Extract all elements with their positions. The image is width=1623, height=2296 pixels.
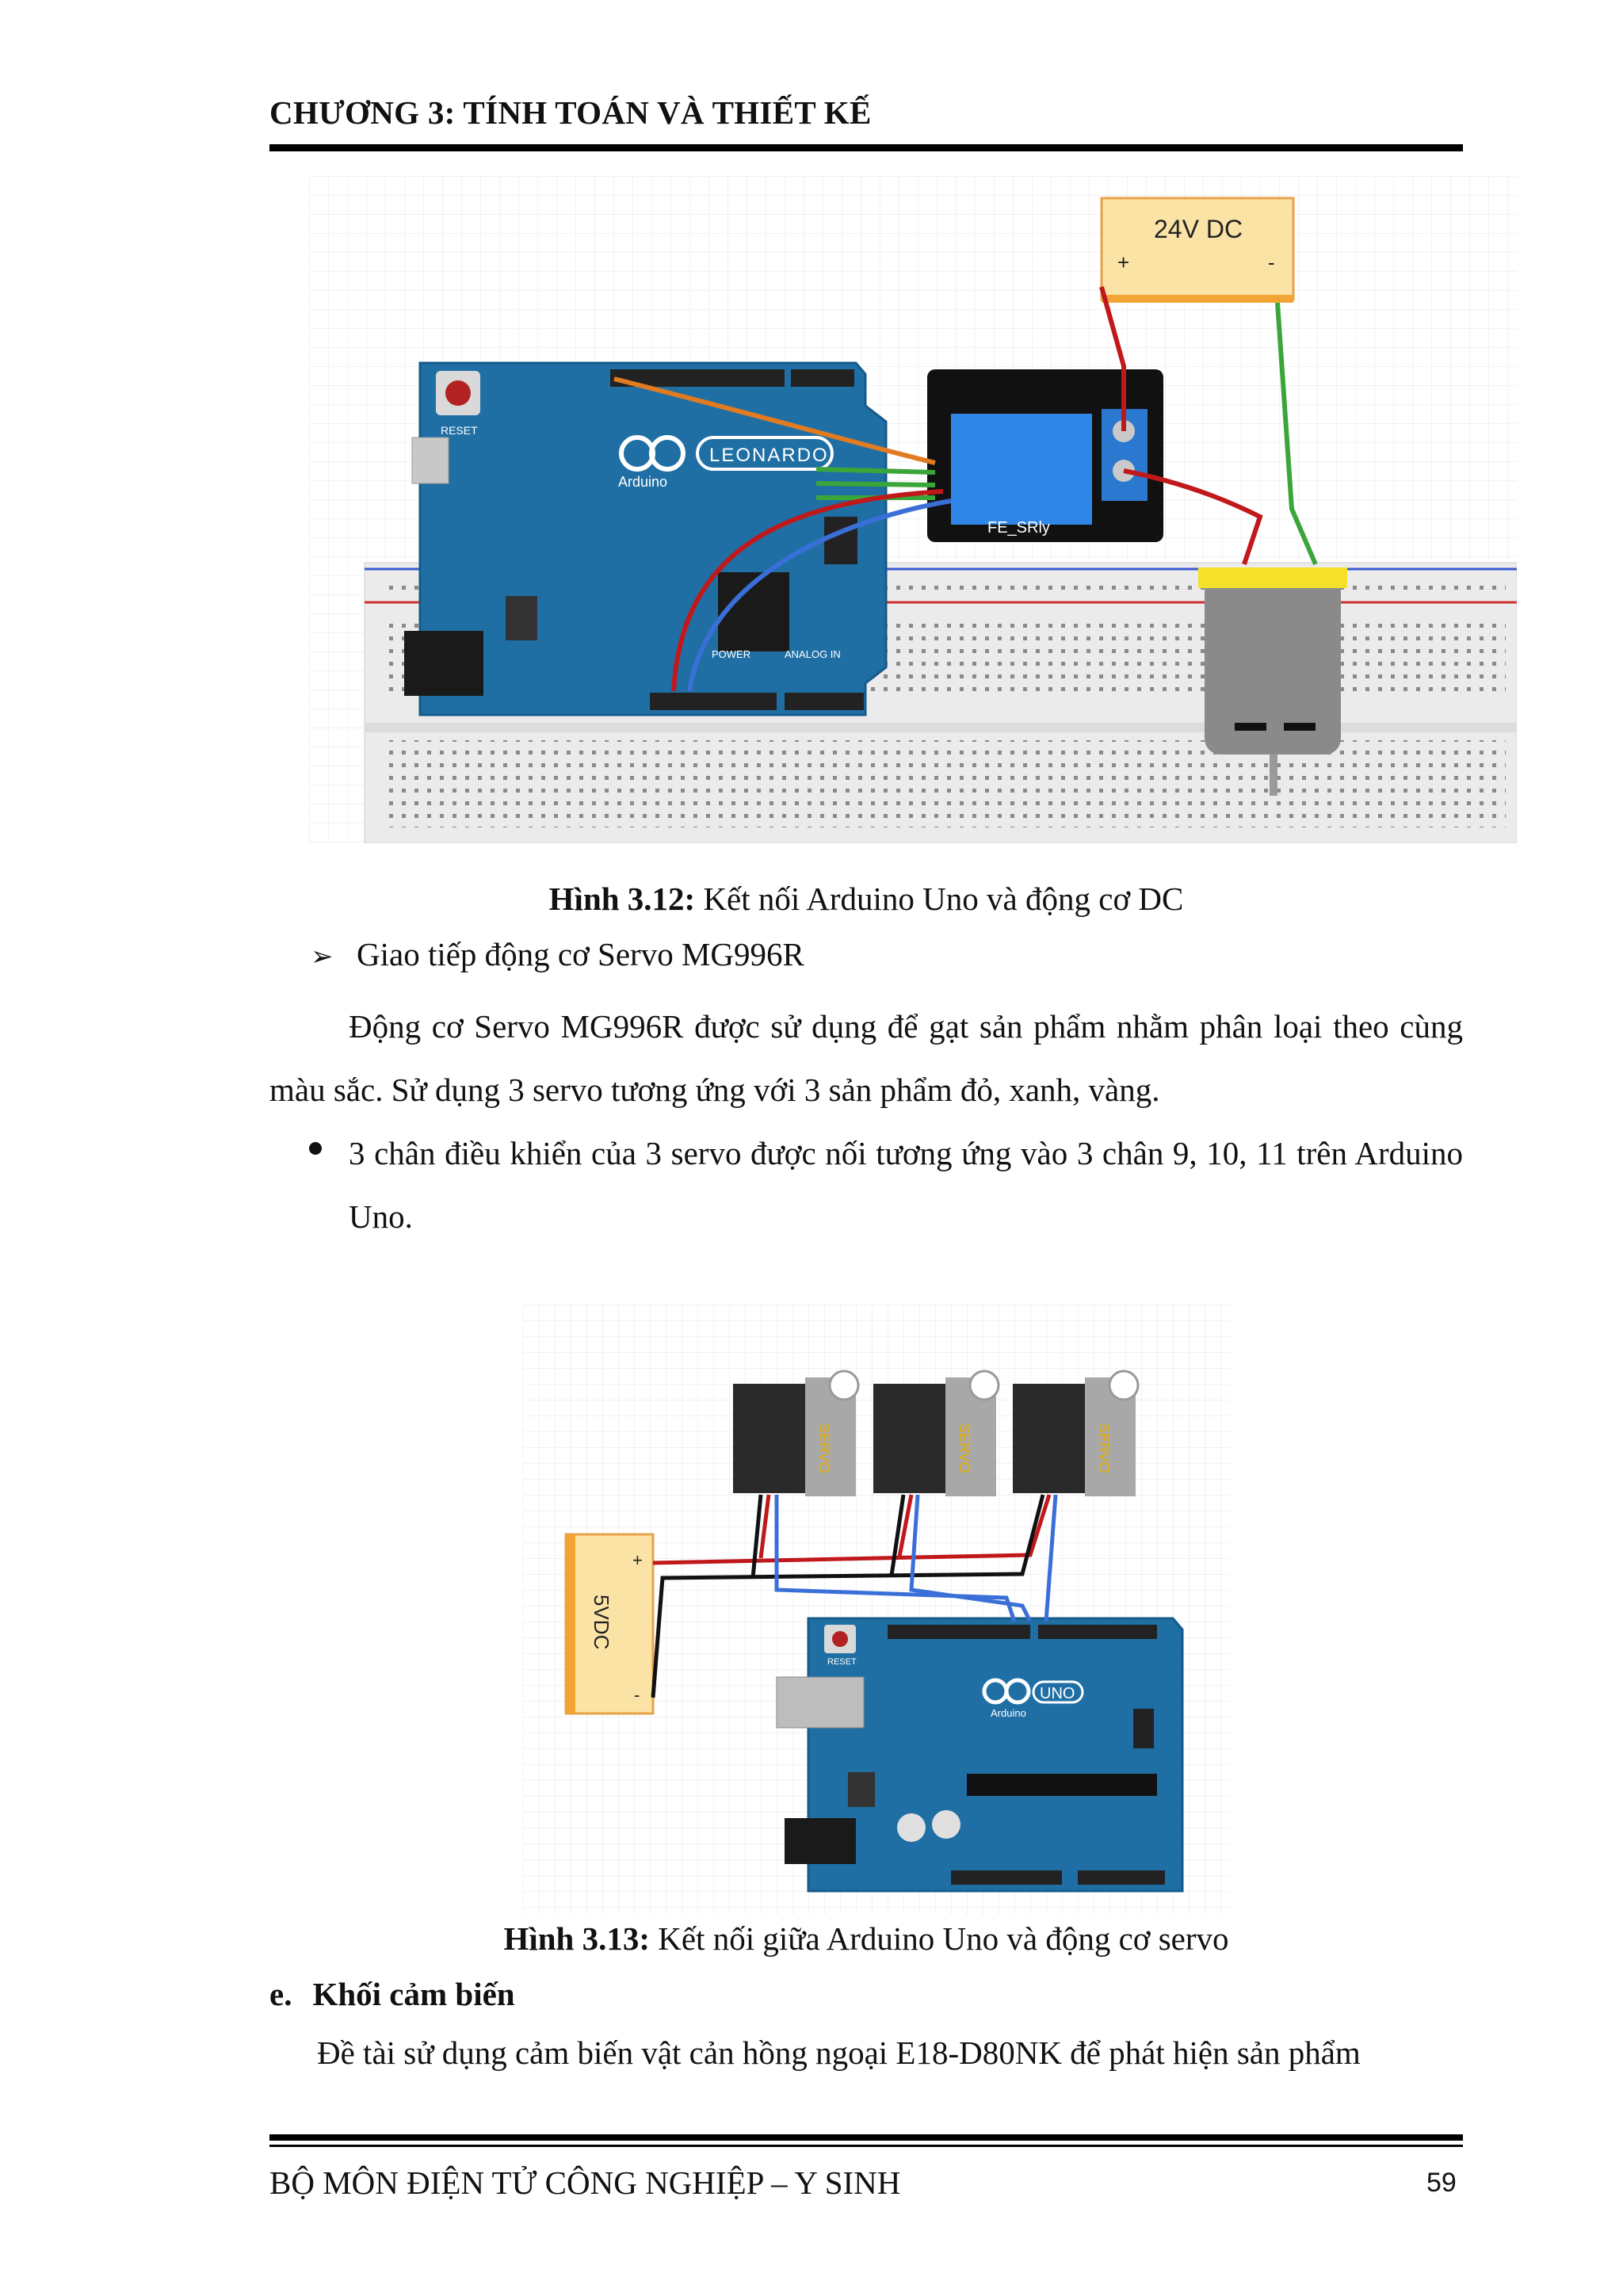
chapter-heading: CHƯƠNG 3: TÍNH TOÁN VÀ THIẾT KẾ	[269, 94, 872, 131]
figure2-caption: Hình 3.13: Kết nối giữa Arduino Uno và đ…	[269, 1920, 1463, 1958]
section-title: Khối cảm biến	[312, 1976, 515, 2012]
uno-reset-label: RESET	[827, 1657, 857, 1667]
arrow-bullet-icon: ➢	[311, 941, 334, 972]
reset-label: RESET	[441, 424, 478, 437]
figure2-caption-number: Hình 3.13:	[503, 1920, 650, 1957]
supply-5v-minus: -	[634, 1685, 640, 1705]
footer-rule-thick	[269, 2134, 1463, 2141]
header-rule	[269, 144, 1463, 151]
footer-rule-thin	[269, 2145, 1463, 2147]
servo-paragraph: Động cơ Servo MG996R được sử dụng để gạt…	[269, 1008, 1463, 1108]
bullet-dot-icon	[309, 1142, 322, 1155]
power-label: POWER	[712, 648, 750, 660]
figure-dc-motor-wiring: RESET LEONARDO Arduino POWER ANALOG IN F…	[309, 176, 1517, 843]
servo-bullet-text: 3 chân điều khiển của 3 servo được nối t…	[349, 1135, 1463, 1235]
servo-3: SERVO	[1013, 1370, 1140, 1496]
figure1-caption: Hình 3.12: Kết nối Arduino Uno và động c…	[269, 880, 1463, 918]
servo-2-label: SERVO	[957, 1423, 972, 1473]
supply-24v-label: 24V DC	[1154, 215, 1243, 243]
analog-label: ANALOG IN	[785, 648, 841, 660]
sensor-paragraph: Đề tài sử dụng cảm biến vật cản hồng ngo…	[317, 2034, 1361, 2071]
uno-board-name: UNO	[1040, 1685, 1075, 1702]
footer-department: BỘ MÔN ĐIỆN TỬ CÔNG NGHIỆP – Y SINH	[269, 2164, 901, 2201]
supply-24v-plus: +	[1117, 250, 1129, 274]
servo-bullet-item: 3 chân điều khiển của 3 servo được nối t…	[309, 1121, 1463, 1256]
figure1-caption-number: Hình 3.12:	[548, 881, 696, 917]
figure-servo-wiring: SERVO SERVO SERVO 5VDC + - RESET	[523, 1305, 1230, 1915]
servo-intro-text: Giao tiếp động cơ Servo MG996R	[357, 936, 804, 972]
board-name: LEONARDO	[709, 445, 829, 466]
servo-1-label: SERVO	[816, 1423, 832, 1473]
section-label: e.	[269, 1976, 292, 2012]
figure2-caption-text: Kết nối giữa Arduino Uno và động cơ serv…	[650, 1920, 1229, 1957]
page-number: 59	[1426, 2168, 1457, 2198]
servo-1: SERVO	[733, 1370, 860, 1496]
dc-motor-diagram: RESET LEONARDO Arduino POWER ANALOG IN F…	[309, 176, 1517, 843]
uno-board-brand: Arduino	[991, 1707, 1026, 1719]
board-brand: Arduino	[618, 474, 667, 490]
servo-3-label: SERVO	[1096, 1423, 1112, 1473]
supply-5v-plus: +	[632, 1550, 643, 1570]
servo-intro-item: ➢ Giao tiếp động cơ Servo MG996R	[311, 935, 804, 973]
servo-2: SERVO	[873, 1370, 1000, 1496]
servo-diagram: SERVO SERVO SERVO 5VDC + - RESET	[523, 1305, 1230, 1915]
relay-label: FE_SRly	[987, 519, 1050, 537]
supply-24v-minus: -	[1268, 250, 1275, 274]
section-heading: e. Khối cảm biến	[269, 1975, 515, 2013]
figure1-caption-text: Kết nối Arduino Uno và động cơ DC	[695, 881, 1184, 917]
supply-5v-label: 5VDC	[590, 1595, 613, 1649]
